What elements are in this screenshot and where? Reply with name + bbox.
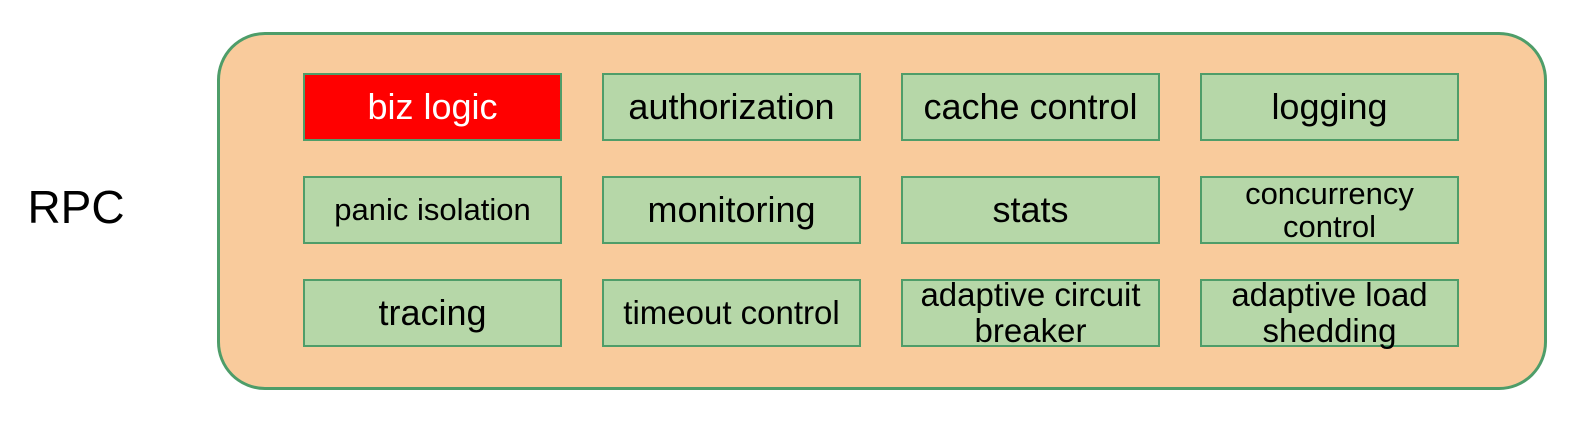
box-monitoring: monitoring — [602, 176, 861, 244]
box-authorization: authorization — [602, 73, 861, 141]
box-adaptive-load-shedding: adaptive load shedding — [1200, 277, 1459, 348]
box-timeout-control: timeout control — [602, 279, 861, 347]
rpc-label: RPC — [27, 181, 125, 233]
box-biz-logic: biz logic — [303, 73, 562, 141]
box-stats: stats — [901, 176, 1160, 244]
rpc-container: biz logic authorization cache control lo… — [217, 32, 1547, 390]
box-panic-isolation: panic isolation — [303, 176, 562, 244]
box-logging: logging — [1200, 73, 1459, 141]
component-grid: biz logic authorization cache control lo… — [303, 73, 1459, 348]
box-cache-control: cache control — [901, 73, 1160, 141]
box-adaptive-circuit-breaker: adaptive circuit breaker — [901, 277, 1160, 348]
box-tracing: tracing — [303, 279, 562, 347]
box-concurrency-control: concurrency control — [1200, 176, 1459, 244]
